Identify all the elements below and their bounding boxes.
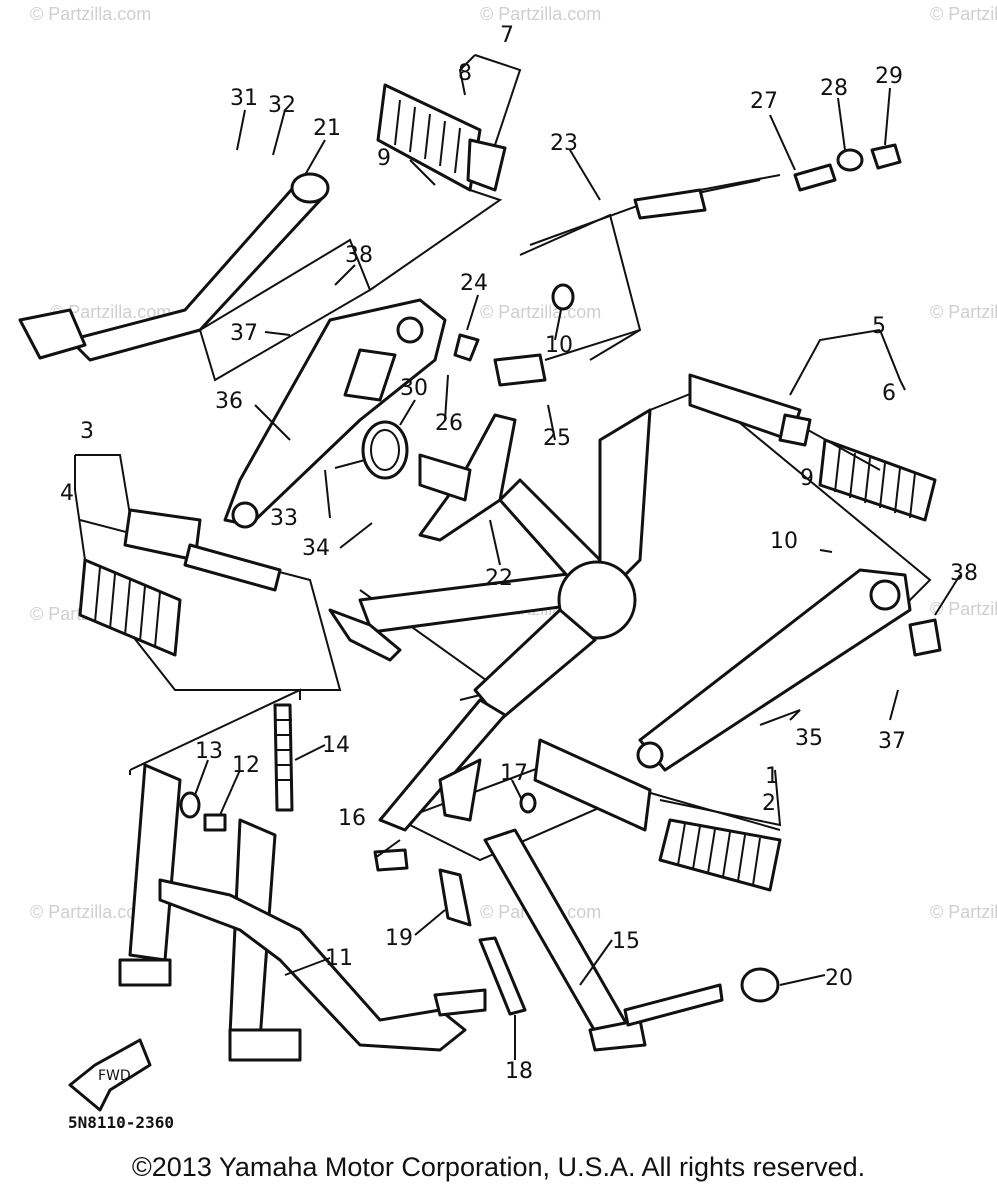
watermark: © Partzilla.com xyxy=(930,4,997,24)
callout: 32 xyxy=(268,93,296,118)
callout: 10 xyxy=(770,529,798,554)
forward-arrow: FWD xyxy=(68,1038,152,1112)
stand-bush xyxy=(740,967,780,1003)
footrest-bracket-left xyxy=(223,298,447,529)
watermark: © Partzilla.com xyxy=(50,302,171,322)
watermark: © Partzilla.com xyxy=(30,4,151,24)
watermark: © Partzilla.com xyxy=(30,902,151,922)
brake-pedal xyxy=(18,172,330,362)
leader-lines xyxy=(74,54,961,1060)
copyright-notice: ©2013 Yamaha Motor Corporation, U.S.A. A… xyxy=(131,1152,866,1182)
watermark: © Partzilla.com xyxy=(480,4,601,24)
callout: 18 xyxy=(505,1059,533,1084)
watermark: © Partzilla.com xyxy=(480,302,601,322)
callout: 6 xyxy=(882,381,896,406)
shift-arm xyxy=(418,413,517,542)
callout: 9 xyxy=(377,146,391,171)
callout: 21 xyxy=(313,116,341,141)
forward-arrow-label: FWD xyxy=(98,1068,131,1084)
callout: 36 xyxy=(215,389,243,414)
callout: 9 xyxy=(800,466,814,491)
cable xyxy=(529,174,781,246)
return-spring xyxy=(334,420,409,480)
callout: 26 xyxy=(435,411,463,436)
callout: 37 xyxy=(878,729,906,754)
callout: 24 xyxy=(460,271,488,296)
callout: 38 xyxy=(950,561,978,586)
footrest-bracket-right xyxy=(688,373,812,447)
callout: 23 xyxy=(550,131,578,156)
callout: 4 xyxy=(60,481,74,506)
callout: 30 xyxy=(400,376,428,401)
callout: 20 xyxy=(825,966,853,991)
callout: 10 xyxy=(545,333,573,358)
callout: 31 xyxy=(230,86,258,111)
callout: 15 xyxy=(612,929,640,954)
callout: 37 xyxy=(230,321,258,346)
stand-springs xyxy=(273,703,527,1016)
callout: 14 xyxy=(322,733,350,758)
callout: 8 xyxy=(458,61,472,86)
rod-assembly xyxy=(453,283,641,387)
callouts: 1 2 3 4 5 6 7 8 9 9 10 10 11 12 13 14 15… xyxy=(60,23,978,1084)
callout: 29 xyxy=(875,64,903,89)
callout: 2 xyxy=(762,791,776,816)
diagram-code: 5N8110-2360 xyxy=(68,1113,174,1132)
watermark: © Partzilla.com xyxy=(930,902,997,922)
callout: 27 xyxy=(750,89,778,114)
footrest-left-bottom xyxy=(78,508,282,657)
callout: 3 xyxy=(80,419,94,444)
footrest-bracket-right-lower xyxy=(636,568,942,772)
side-stand xyxy=(483,828,724,1052)
callout: 11 xyxy=(325,946,353,971)
callout: 22 xyxy=(485,566,513,591)
footrest-left-top xyxy=(376,83,507,192)
callout: 16 xyxy=(338,806,366,831)
watermark: © Partzilla.com xyxy=(930,599,997,619)
spring-nut-set xyxy=(793,143,902,192)
callout: 1 xyxy=(765,764,779,789)
callout: 38 xyxy=(345,243,373,268)
frame xyxy=(328,408,652,832)
callout: 13 xyxy=(195,739,223,764)
callout: 5 xyxy=(872,314,886,339)
callout: 7 xyxy=(500,23,514,48)
callout: 34 xyxy=(302,536,330,561)
small-hardware xyxy=(179,791,537,927)
callout: 19 xyxy=(385,926,413,951)
footrest-right-bottom xyxy=(533,738,782,892)
callout: 25 xyxy=(543,426,571,451)
footrest-right-top xyxy=(818,438,937,522)
watermark: © Partzilla.com xyxy=(930,302,997,322)
callout: 12 xyxy=(232,753,260,778)
callout: 35 xyxy=(795,726,823,751)
callout: 17 xyxy=(500,761,528,786)
callout: 33 xyxy=(270,506,298,531)
callout: 28 xyxy=(820,76,848,101)
